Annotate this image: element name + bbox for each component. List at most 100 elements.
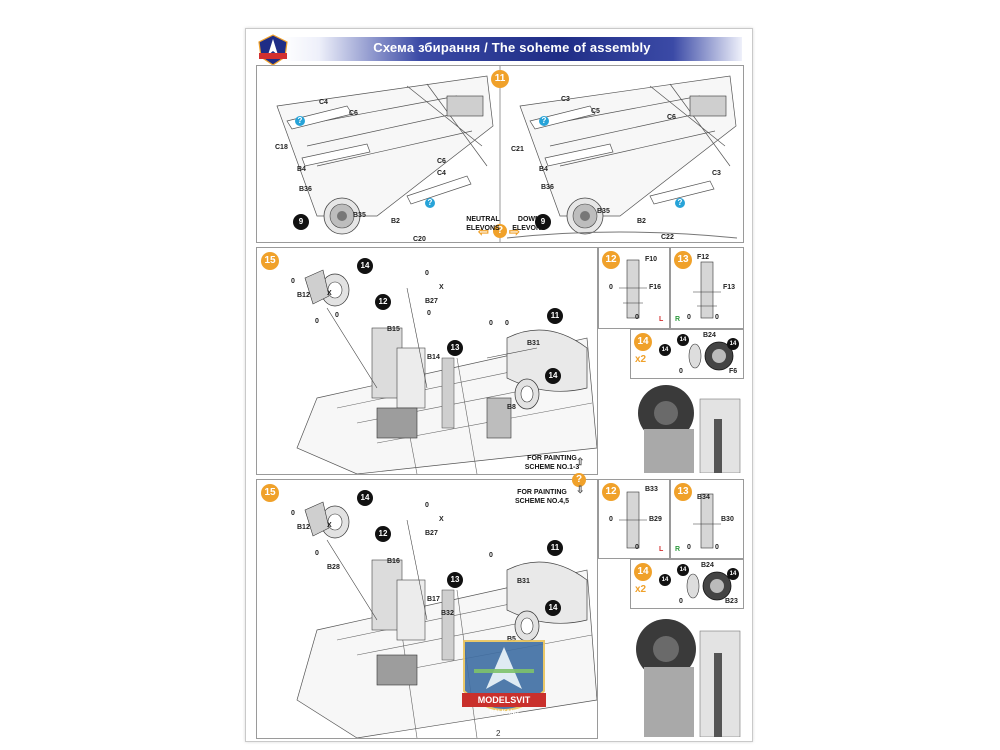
step-9-reference: 9 <box>535 214 551 230</box>
info-icon: ? <box>539 116 549 126</box>
step-ref-11: 11 <box>547 540 563 556</box>
part-label: B23 <box>725 598 738 605</box>
part-label: X <box>327 522 332 529</box>
part-label: B35 <box>597 208 610 215</box>
step-15a-panel: 15 B12 X B27 X B15 B14 B31 B8 0 0 0 0 0 … <box>256 247 598 475</box>
watermark-brand: MODELSVIT <box>477 695 531 705</box>
part-label: B36 <box>541 184 554 191</box>
part-label: B29 <box>649 516 662 523</box>
step-ref-13: 13 <box>447 340 463 356</box>
part-label: B24 <box>703 332 716 339</box>
part-label: C18 <box>275 144 288 151</box>
part-label: 0 <box>505 320 509 327</box>
part-label: F16 <box>649 284 662 291</box>
part-label: B2 <box>637 218 646 225</box>
part-label: 0 <box>291 278 295 285</box>
part-label: B16 <box>387 558 400 565</box>
left-mark: L <box>659 546 664 553</box>
part-label: C3 <box>561 96 570 103</box>
arrow-up-icon: ⇧ <box>576 457 585 468</box>
multiplier: x2 <box>635 354 647 365</box>
part-label: C21 <box>511 146 524 153</box>
part-label: B27 <box>425 298 438 305</box>
step-ref-14: 14 <box>357 490 373 506</box>
step-ref-12: 12 <box>375 294 391 310</box>
step-13-number: 13 <box>674 483 692 501</box>
part-label: F12 <box>697 254 710 261</box>
title-banner: Схема збирання / The soheme of assembly <box>282 37 742 61</box>
part-label: X <box>439 284 444 291</box>
arrow-left-icon: ⇦ <box>478 224 489 239</box>
part-label: 0 <box>687 314 691 321</box>
part-label: 0 <box>715 314 719 321</box>
part-label: C5 <box>591 108 600 115</box>
page-number: 2 <box>496 729 501 738</box>
step-15-number: 15 <box>261 484 279 502</box>
question-icon: ? <box>572 473 586 487</box>
down-elevons-caption: DOWN ELEVONS <box>512 216 546 232</box>
part-label: B17 <box>427 596 440 603</box>
page-title: Схема збирання / The soheme of assembly <box>373 40 651 55</box>
part-label: B4 <box>539 166 548 173</box>
part-label: 0 <box>315 318 319 325</box>
part-label: B14 <box>427 354 440 361</box>
step-14a-panel: 14 x2 B24 F6 0 14 14 14 <box>630 329 744 379</box>
info-icon: ? <box>675 198 685 208</box>
part-label: 0 <box>315 550 319 557</box>
part-label: 0 <box>609 516 613 523</box>
part-label: 0 <box>427 310 431 317</box>
step-14-number: 14 <box>634 563 652 581</box>
part-label: B28 <box>327 564 340 571</box>
watermark-badge: MODELSVIT BALKANS <box>456 631 552 731</box>
step-14b-panel: 14 x2 B24 B23 0 14 14 14 <box>630 559 744 609</box>
info-icon: ? <box>425 198 435 208</box>
painting-scheme-caption: FOR PAINTING SCHEME NO.4,5 <box>514 489 570 505</box>
painting-scheme-caption: FOR PAINTING SCHEME NO.1-3 <box>524 455 580 471</box>
part-label: B27 <box>425 530 438 537</box>
part-label: B5 <box>507 636 516 643</box>
part-label: C6 <box>667 114 676 121</box>
step-9-reference: 9 <box>293 214 309 230</box>
step-15-number: 15 <box>261 252 279 270</box>
step-ref-14: 14 <box>357 258 373 274</box>
part-label: B35 <box>353 212 366 219</box>
step-ref-14: 14 <box>545 600 561 616</box>
part-label: 0 <box>609 284 613 291</box>
part-label: B36 <box>299 186 312 193</box>
part-label: B31 <box>517 578 530 585</box>
part-label: 0 <box>687 544 691 551</box>
gear-photo-a <box>630 379 742 473</box>
left-mark: L <box>659 316 664 323</box>
step-12a-panel: 12 F10 F16 0 0 L <box>598 247 670 329</box>
brand-logo <box>256 33 290 67</box>
part-label: 0 <box>425 270 429 277</box>
part-label: X <box>327 290 332 297</box>
part-label: B12 <box>297 292 310 299</box>
right-mark: R <box>675 316 681 323</box>
step-ref-14: 14 <box>659 344 671 356</box>
step-15b-panel: 15 B12 X B27 X B28 B16 B17 B32 B31 B5 0 … <box>256 479 598 739</box>
part-label: B4 <box>297 166 306 173</box>
step-ref-14: 14 <box>727 568 739 580</box>
info-icon: ? <box>295 116 305 126</box>
part-label: X <box>439 516 444 523</box>
step-ref-13: 13 <box>447 572 463 588</box>
part-label: B24 <box>701 562 714 569</box>
step-12-number: 12 <box>602 483 620 501</box>
part-label: B33 <box>645 486 658 493</box>
part-label: B31 <box>527 340 540 347</box>
part-label: C20 <box>413 236 426 243</box>
neutral-elevons-caption: NEUTRAL ELEVONS <box>466 216 500 232</box>
step-11-panel: 11 C4 C6 C18 B4 C6 B36 C4 B35 B2 C20 ? ?… <box>256 65 744 243</box>
step-13a-panel: 13 F12 F13 0 0 R <box>670 247 744 329</box>
part-label: C4 <box>319 99 328 106</box>
part-label: B8 <box>507 404 516 411</box>
arrow-right-icon: ⇨ <box>509 224 520 239</box>
part-label: C6 <box>437 158 446 165</box>
part-label: 0 <box>715 544 719 551</box>
part-label: B30 <box>721 516 734 523</box>
watermark-sub: BALKANS <box>489 710 519 716</box>
step-ref-14: 14 <box>677 334 689 346</box>
step-15a-drawing <box>296 269 597 474</box>
step-ref-14: 14 <box>659 574 671 586</box>
